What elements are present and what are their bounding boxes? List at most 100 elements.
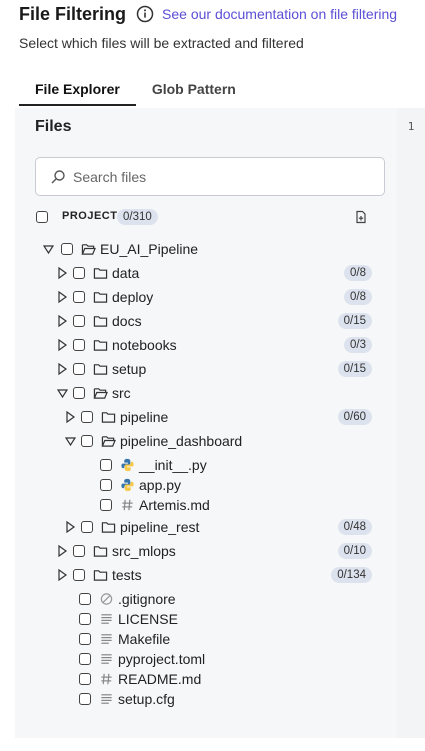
tree-item-count-badge: 0/48 (337, 519, 372, 535)
chevron-right-icon[interactable] (57, 291, 68, 303)
tree-item-label: Artemis.md (139, 497, 210, 513)
tree-item-label: .gitignore (118, 591, 176, 607)
chevron-right-icon[interactable] (57, 315, 68, 327)
python-file-icon (121, 478, 134, 492)
tree-item-checkbox[interactable] (79, 613, 91, 625)
folder-icon (93, 292, 108, 303)
chevron-down-icon[interactable] (43, 243, 54, 255)
tree-item-checkbox[interactable] (79, 693, 91, 705)
folder-icon (93, 268, 108, 279)
tree-item-checkbox[interactable] (81, 521, 93, 533)
project-label: PROJECT (62, 210, 118, 222)
folder-open-icon (101, 436, 116, 447)
tree-folder-row[interactable]: EU_AI_Pipeline (0, 239, 397, 259)
file-explorer-panel (15, 108, 397, 738)
text-file-icon (101, 634, 112, 644)
chevron-down-icon[interactable] (57, 387, 68, 399)
chevron-right-icon[interactable] (57, 545, 68, 557)
tree-folder-row[interactable]: pipeline_dashboard (0, 431, 397, 451)
tree-item-count-badge: 0/15 (337, 361, 372, 377)
tree-item-checkbox[interactable] (79, 673, 91, 685)
tree-file-row[interactable]: __init__.py (0, 455, 397, 475)
tree-item-checkbox[interactable] (61, 243, 73, 255)
folder-open-icon (81, 244, 96, 255)
markdown-file-icon (101, 673, 112, 685)
tree-item-checkbox[interactable] (73, 545, 85, 557)
tree-item-count-badge: 0/15 (337, 313, 372, 329)
tree-item-checkbox[interactable] (79, 633, 91, 645)
tree-item-count-badge: 0/60 (337, 409, 372, 425)
tree-item-checkbox[interactable] (73, 315, 85, 327)
tab-file-explorer[interactable]: File Explorer (19, 76, 136, 106)
folder-icon (93, 340, 108, 351)
side-editor-gutter (397, 108, 425, 738)
tree-item-label: LICENSE (118, 611, 178, 627)
folder-icon (101, 412, 116, 423)
tree-item-count-badge: 0/3 (344, 337, 372, 353)
tree-item-label: EU_AI_Pipeline (100, 241, 199, 257)
text-file-icon (101, 654, 112, 664)
project-checkbox[interactable] (36, 211, 48, 223)
tree-item-checkbox[interactable] (79, 593, 91, 605)
folder-icon (101, 522, 116, 533)
tree-item-label: app.py (139, 477, 182, 493)
chevron-right-icon[interactable] (57, 363, 68, 375)
chevron-right-icon[interactable] (57, 339, 68, 351)
chevron-right-icon[interactable] (57, 267, 68, 279)
tree-folder-row[interactable]: src (0, 383, 397, 403)
tree-item-checkbox[interactable] (81, 411, 93, 423)
info-icon[interactable] (136, 5, 154, 23)
chevron-down-icon[interactable] (65, 435, 76, 447)
tree-item-checkbox[interactable] (73, 291, 85, 303)
tree-item-checkbox[interactable] (73, 569, 85, 581)
tab-glob-pattern[interactable]: Glob Pattern (151, 81, 236, 97)
tree-item-count-badge: 0/134 (331, 567, 372, 583)
tree-folder-row[interactable]: pipeline_rest 0/48 (0, 517, 397, 537)
tree-item-checkbox[interactable] (100, 499, 112, 511)
chevron-right-icon[interactable] (57, 569, 68, 581)
tree-item-checkbox[interactable] (79, 653, 91, 665)
files-heading: Files (35, 118, 72, 135)
tree-item-checkbox[interactable] (73, 267, 85, 279)
search-input[interactable] (73, 168, 373, 185)
tree-item-label: setup.cfg (118, 691, 175, 707)
tree-file-row[interactable]: LICENSE (0, 609, 397, 629)
project-count-badge: 0/310 (117, 209, 158, 225)
tree-file-row[interactable]: Makefile (0, 629, 397, 649)
tree-file-row[interactable]: .gitignore (0, 589, 397, 609)
tree-item-checkbox[interactable] (73, 363, 85, 375)
tree-folder-row[interactable]: notebooks 0/3 (0, 335, 397, 355)
chevron-right-icon[interactable] (65, 411, 76, 423)
folder-icon (93, 546, 108, 557)
tree-item-label: README.md (118, 671, 202, 687)
tree-file-row[interactable]: app.py (0, 475, 397, 495)
tree-item-count-badge: 0/8 (344, 289, 372, 305)
tree-item-label: notebooks (112, 337, 177, 353)
tree-folder-row[interactable]: pipeline 0/60 (0, 407, 397, 427)
tree-item-checkbox[interactable] (100, 459, 112, 471)
chevron-right-icon[interactable] (65, 521, 76, 533)
tree-item-checkbox[interactable] (100, 479, 112, 491)
tree-item-label: pipeline (120, 409, 169, 425)
documentation-link[interactable]: See our documentation on file filtering (162, 6, 398, 22)
tree-file-row[interactable]: README.md (0, 669, 397, 689)
ignore-file-icon (100, 593, 113, 605)
text-file-icon (101, 614, 112, 624)
tree-file-row[interactable]: setup.cfg (0, 689, 397, 709)
tree-item-checkbox[interactable] (73, 387, 85, 399)
tree-item-label: pipeline_rest (120, 519, 200, 535)
add-file-icon[interactable] (354, 210, 368, 224)
tree-item-count-badge: 0/8 (344, 265, 372, 281)
tree-item-checkbox[interactable] (81, 435, 93, 447)
tree-file-row[interactable]: Artemis.md (0, 495, 397, 515)
tree-item-checkbox[interactable] (73, 339, 85, 351)
tree-item-count-badge: 0/10 (337, 543, 372, 559)
tree-file-row[interactable]: pyproject.toml (0, 649, 397, 669)
line-number: 1 (407, 120, 415, 133)
